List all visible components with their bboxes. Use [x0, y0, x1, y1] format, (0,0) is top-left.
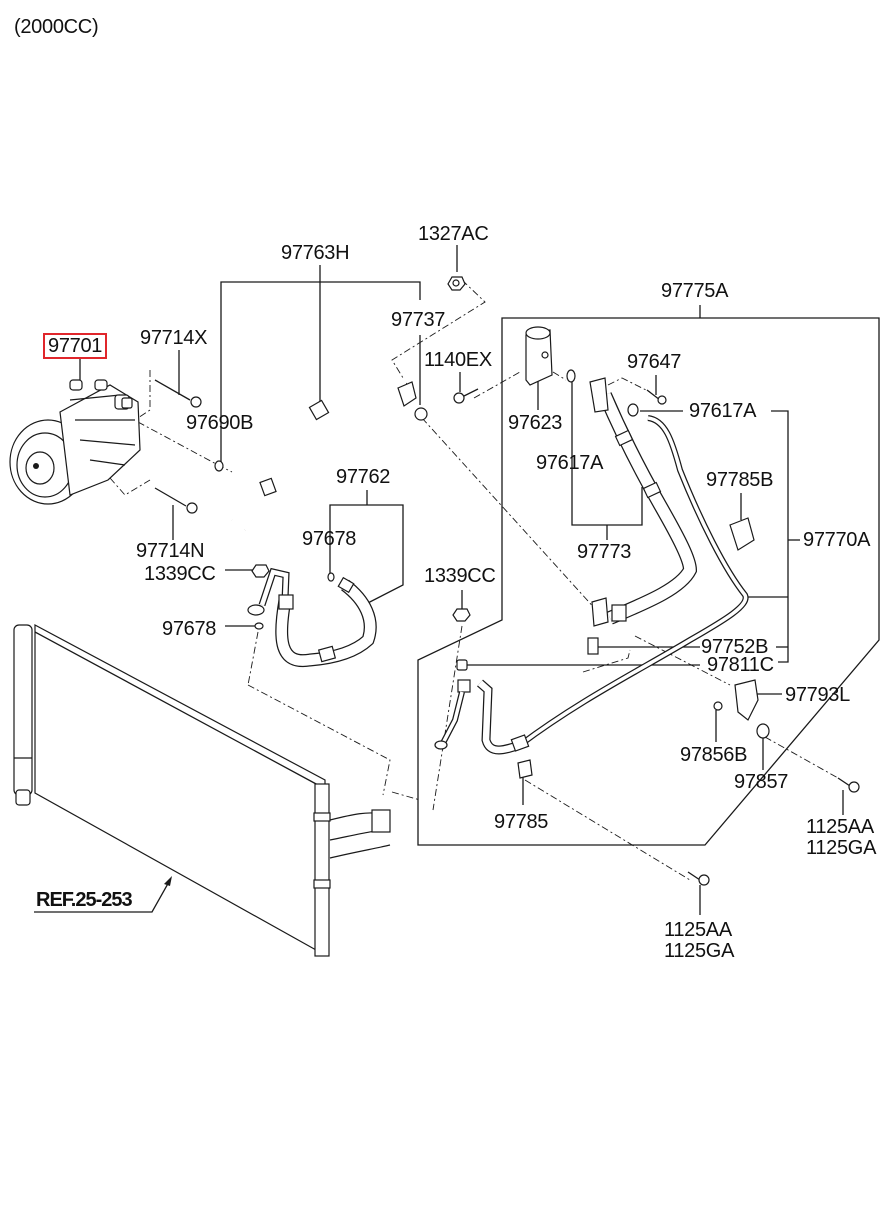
part-label-97793L[interactable]: 97793L — [785, 684, 850, 706]
part-label-97763H[interactable]: 97763H — [281, 242, 350, 264]
part-label-97678-lower[interactable]: 97678 — [162, 618, 217, 640]
o-ring-97617A-b — [566, 369, 576, 383]
part-label-97856B[interactable]: 97856B — [680, 744, 748, 766]
part-label-97775A[interactable]: 97775A — [661, 280, 729, 302]
part-label-1339CC-right[interactable]: 1339CC — [424, 565, 496, 587]
part-label-1125AA-right[interactable]: 1125AA — [806, 816, 874, 838]
cap-97811C-drawing — [456, 659, 468, 671]
reference-link-25-253[interactable]: REF.25-253 — [36, 889, 133, 911]
part-label-97617A-right[interactable]: 97617A — [689, 400, 757, 422]
clip-97856B — [713, 701, 723, 711]
bolt-1125AA-bottom-drawing — [687, 871, 710, 886]
bolt-1140EX-drawing — [453, 388, 479, 404]
part-label-97617A-left[interactable]: 97617A — [536, 452, 604, 474]
engine-size-title: (2000CC) — [14, 16, 99, 38]
part-label-97785B[interactable]: 97785B — [706, 469, 774, 491]
part-label-97857[interactable]: 97857 — [734, 771, 789, 793]
o-ring-97617A-a — [627, 403, 639, 417]
expansion-valve-drawing — [525, 326, 553, 386]
compressor-drawing — [9, 379, 141, 505]
suction-tube-97773-drawing — [589, 377, 698, 627]
bolt-97714X-drawing — [154, 379, 202, 408]
part-label-97623[interactable]: 97623 — [508, 412, 563, 434]
part-label-1327AC[interactable]: 1327AC — [418, 223, 489, 245]
part-label-97647[interactable]: 97647 — [627, 351, 682, 373]
part-label-97762[interactable]: 97762 — [336, 466, 391, 488]
bracket-97785B-drawing — [729, 517, 755, 551]
part-label-97714X[interactable]: 97714X — [140, 327, 208, 349]
bolt-1125AA-right-drawing — [837, 777, 860, 793]
o-ring-97690B — [214, 460, 224, 472]
nut-1339CC-a-drawing — [251, 564, 270, 578]
part-label-97678-upper[interactable]: 97678 — [302, 528, 357, 550]
clip-97785-drawing — [517, 759, 533, 779]
o-ring-97737 — [414, 407, 428, 421]
bolt-97714N-drawing — [154, 487, 198, 514]
part-label-1339CC-left[interactable]: 1339CC — [144, 563, 216, 585]
bracket-97793L-drawing — [734, 679, 759, 721]
suction-hose-drawing — [247, 567, 377, 668]
nut-1327AC-drawing — [447, 276, 466, 291]
leader-lines — [34, 245, 880, 915]
part-label-1125GA-bottom[interactable]: 1125GA — [664, 940, 735, 962]
part-label-97785[interactable]: 97785 — [494, 811, 549, 833]
part-label-97737[interactable]: 97737 — [391, 309, 446, 331]
part-label-97811C[interactable]: 97811C — [707, 654, 774, 676]
grommet-97857 — [756, 723, 770, 739]
part-label-97701[interactable]: 97701 — [43, 333, 108, 359]
o-ring-97678-b — [254, 622, 264, 630]
discharge-hose-drawing — [225, 374, 417, 534]
part-label-97770A[interactable]: 97770A — [803, 529, 871, 551]
part-label-1140EX[interactable]: 1140EX — [424, 349, 492, 371]
part-label-97690B[interactable]: 97690B — [186, 412, 254, 434]
part-label-97773[interactable]: 97773 — [577, 541, 632, 563]
liquid-tube-97770A-drawing — [434, 415, 749, 755]
sensor-97752B-drawing — [587, 637, 599, 655]
part-label-1125GA-right[interactable]: 1125GA — [806, 837, 877, 859]
o-ring-97678-a — [327, 572, 335, 582]
condenser-drawing — [13, 623, 391, 957]
part-label-97714N[interactable]: 97714N — [136, 540, 205, 562]
nut-1339CC-b-drawing — [452, 608, 471, 622]
bolt-97647-drawing — [646, 389, 667, 405]
part-label-1125AA-bottom[interactable]: 1125AA — [664, 919, 732, 941]
assembly-lines — [109, 279, 839, 881]
part-label-97752B[interactable]: 97752B — [701, 636, 769, 658]
